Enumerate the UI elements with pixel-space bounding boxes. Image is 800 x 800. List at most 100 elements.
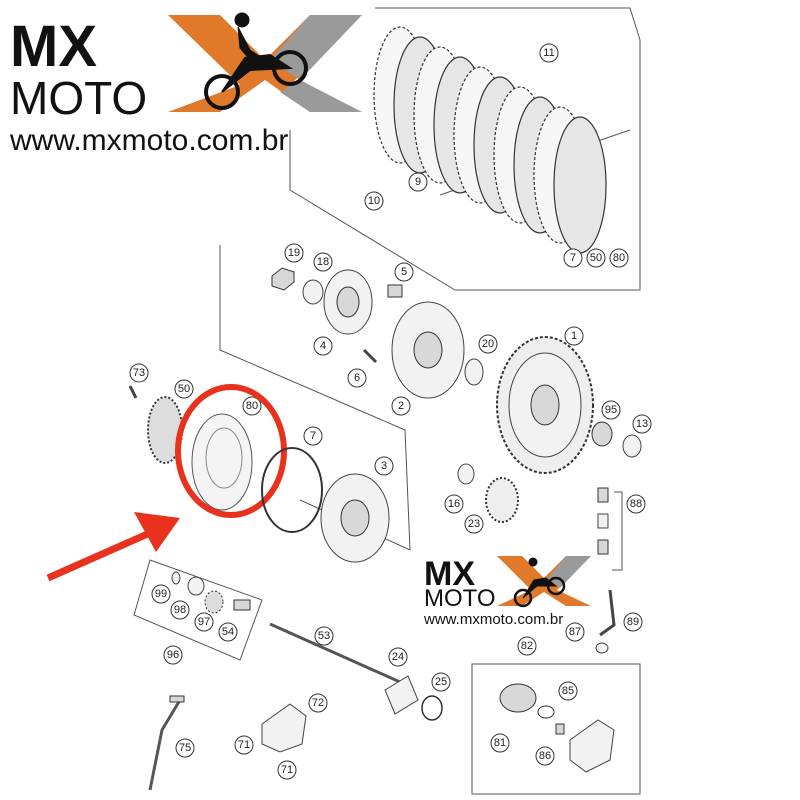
callout-circle-73 (129, 363, 149, 383)
part-inner-hub-4: 4 (313, 269, 373, 356)
callout-group-label-50: 50 (590, 252, 602, 264)
part-89-shape (599, 589, 616, 637)
pin-6-shape (362, 348, 378, 364)
part-label-24: 24 (392, 651, 404, 663)
part-label-13: 13 (636, 418, 648, 430)
part-label-98: 98 (174, 604, 186, 616)
part-pushrod-53: 53 (269, 622, 401, 684)
callout-group-label-7: 7 (570, 252, 576, 264)
callout-circle-98 (170, 600, 190, 620)
part-80-inner (205, 427, 243, 489)
part-label-7: 7 (310, 430, 316, 442)
callout-circle-2 (391, 396, 411, 416)
part-label-88: 88 (630, 498, 642, 510)
part-clutch-hub-2: 2 (391, 301, 465, 416)
part-88-b (597, 513, 609, 529)
callout-circle-24 (388, 647, 408, 667)
part-label-73: 73 (133, 367, 145, 379)
part-80-highlighted: 80 (46, 384, 287, 582)
part-label-23: 23 (468, 518, 480, 530)
callout-circle-54 (218, 622, 238, 642)
part-16: 16 (444, 463, 475, 514)
callout-circle-6 (347, 368, 367, 388)
callout-circle-95 (601, 400, 621, 420)
part-label-19: 19 (288, 247, 300, 259)
part-label-95: 95 (605, 404, 617, 416)
part-bolt-73: 73 (128, 363, 149, 399)
part-label-50: 50 (178, 383, 190, 395)
callout-circle-50a (586, 248, 606, 268)
bolt-73-shape (128, 385, 138, 399)
logo-small-mx: MX (424, 555, 475, 593)
part-5: 5 (387, 262, 414, 298)
highlight-arrow-shaft (46, 528, 154, 582)
callout-circle-53 (314, 626, 334, 646)
part-86-shape (555, 723, 565, 735)
pushrod-53-shape (269, 622, 401, 684)
logo-x-gray-lower (280, 80, 362, 112)
callout-circle-85 (558, 681, 578, 701)
nut-19-shape (271, 267, 295, 291)
logo-x-gray (270, 15, 362, 80)
plate-3-center (340, 499, 370, 537)
part-label-6: 6 (354, 372, 360, 384)
slave-cylinder-shape (569, 719, 615, 773)
part-label-72: 72 (312, 697, 324, 709)
bushing-13-shape (622, 434, 642, 458)
part-label-82: 82 (521, 640, 533, 652)
logo-small: MX MOTO www.mxmoto.com.br (423, 555, 591, 628)
group-96-box (133, 559, 263, 661)
callout-circle-97 (194, 612, 214, 632)
logo-top-moto: MOTO (10, 72, 147, 124)
part-spring-disc-50: 50 (147, 379, 194, 464)
logo-small-x-gray (548, 556, 591, 588)
part-label-9: 9 (415, 176, 421, 188)
callout-group-label-80: 80 (613, 252, 625, 264)
highlight-arrow-head (134, 512, 180, 552)
callout-circle-80a (609, 248, 629, 268)
rider-icon (204, 12, 308, 110)
part-88: 88 (597, 487, 646, 571)
callout-circle-7 (303, 426, 323, 446)
part-nut-19: 19 (271, 243, 304, 291)
part-label-11: 11 (543, 47, 554, 59)
washer-18-shape (302, 279, 324, 305)
callout-circle-18 (313, 252, 333, 272)
part-clutch-basket-1: 1 (496, 326, 594, 474)
callout-circle-88 (626, 494, 646, 514)
callout-circle-3 (374, 456, 394, 476)
part-87-shape (595, 642, 609, 654)
logo-top-mx: MX (10, 14, 97, 79)
callout-circle-89 (623, 612, 643, 632)
callout-circle-20 (478, 334, 498, 354)
gear-23-shape (485, 477, 519, 523)
part-81-shape (499, 683, 537, 713)
logo-top: MX MOTO www.mxmoto.com.br (9, 12, 362, 157)
part-label-75: 75 (179, 742, 191, 754)
bushing-95-shape (591, 421, 613, 447)
part-label-85: 85 (562, 685, 574, 697)
callout-circle-9 (408, 172, 428, 192)
part-label-4: 4 (320, 340, 326, 352)
part-washer-20: 20 (464, 334, 498, 386)
callout-circle-23 (464, 514, 484, 534)
part-label-97: 97 (198, 616, 210, 628)
part-bushing-13: 13 (622, 414, 652, 458)
clutch-plate-stack: 11 9 10 7 50 80 (289, 7, 641, 291)
part-88-a (597, 487, 609, 503)
oring-25-shape (421, 695, 443, 721)
part-85-shape (537, 705, 555, 719)
callout-circle-16 (444, 494, 464, 514)
part-75-cap (169, 695, 185, 703)
callout-circle-75 (175, 738, 195, 758)
oring-7-shape (261, 447, 323, 533)
part-label-2: 2 (398, 400, 404, 412)
part-89: 89 (599, 589, 643, 637)
callout-circle-81 (490, 733, 510, 753)
callout-circle-50 (174, 379, 194, 399)
part-99-shape (171, 571, 181, 585)
gasket-24-shape (384, 675, 419, 715)
part-gasket-24: 24 (384, 647, 419, 715)
highlight-circle (175, 384, 287, 518)
callout-circle-19 (284, 243, 304, 263)
